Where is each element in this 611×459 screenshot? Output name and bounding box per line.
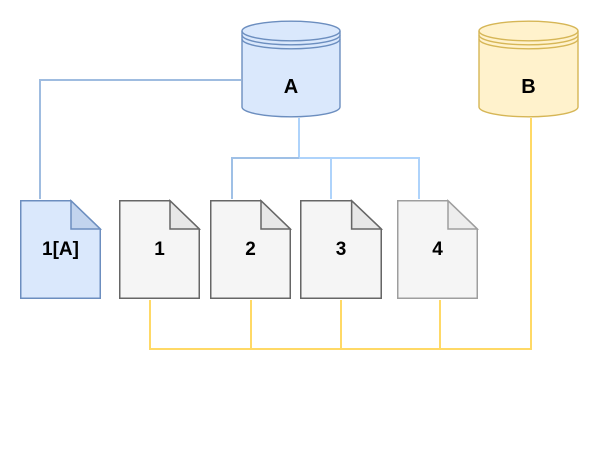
database-cylinder-icon (241, 20, 341, 118)
document-3[interactable]: 3 (300, 198, 384, 299)
document-outline (397, 200, 478, 299)
document-outline (210, 200, 291, 299)
connector-a-to-doc1a (39, 79, 241, 199)
database-b[interactable]: B (478, 20, 579, 118)
folded-corner-icon (260, 198, 293, 230)
document-outline (20, 200, 101, 299)
document-icon (119, 198, 202, 299)
database-a[interactable]: A (241, 20, 341, 118)
folded-corner-icon (350, 198, 384, 230)
document-icon (397, 198, 480, 299)
document-1[interactable]: 1 (119, 198, 202, 299)
folded-corner-icon (70, 198, 103, 230)
folded-corner-icon (169, 198, 202, 230)
document-icon (300, 198, 384, 299)
cylinder-body (241, 20, 341, 118)
cylinder-body (478, 20, 579, 118)
document-icon (210, 198, 293, 299)
folded-corner-icon (447, 198, 480, 230)
document-outline (300, 200, 382, 299)
cylinder-rings (241, 30, 341, 50)
cylinder-rings (478, 30, 579, 50)
document-1a[interactable]: 1[A] (20, 198, 103, 299)
document-outline (119, 200, 200, 299)
document-icon (20, 198, 103, 299)
document-2[interactable]: 2 (210, 198, 293, 299)
connector-a-to-doc4 (299, 157, 420, 199)
connector-a-to-doc2 (231, 157, 299, 199)
document-4[interactable]: 4 (397, 198, 480, 299)
database-cylinder-icon (478, 20, 579, 118)
